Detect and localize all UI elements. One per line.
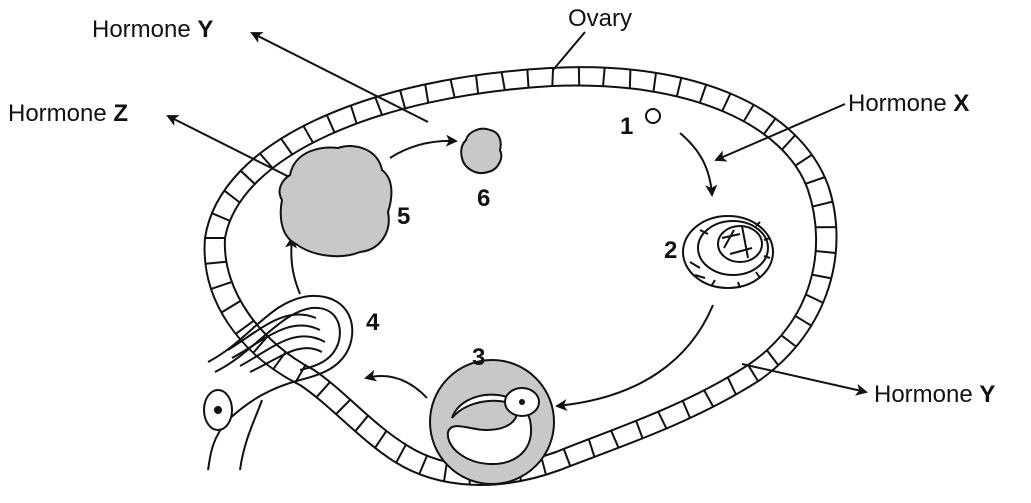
wall-cell-divider bbox=[419, 456, 427, 474]
wall-cell-divider bbox=[700, 85, 706, 103]
wall-cell-divider bbox=[795, 155, 812, 166]
wall-cell-divider bbox=[603, 68, 605, 86]
wall-cell-divider bbox=[767, 350, 778, 365]
wall-cell-divider bbox=[728, 377, 736, 394]
wall-cell-divider bbox=[722, 94, 730, 111]
stage-3-number: 3 bbox=[472, 344, 485, 371]
ovary-label-line bbox=[553, 32, 585, 70]
wall-cell-divider bbox=[764, 119, 776, 135]
wall-cell-divider bbox=[281, 139, 292, 155]
wall-cell-divider bbox=[336, 400, 350, 414]
wall-cell-divider bbox=[303, 126, 312, 143]
wall-cell-divider bbox=[611, 431, 618, 448]
arrow-1-to-2 bbox=[680, 133, 712, 195]
wall-cell-divider bbox=[375, 97, 382, 115]
wall-cell-divider bbox=[564, 449, 571, 466]
hormone-x-label: Hormone X bbox=[848, 90, 969, 117]
wall-cell-divider bbox=[744, 105, 754, 122]
wall-cell-divider bbox=[677, 78, 681, 97]
wall-cell-divider bbox=[813, 202, 833, 207]
stage-1-number: 1 bbox=[620, 113, 633, 140]
stage-4-number: 4 bbox=[366, 309, 380, 336]
wall-cell-divider bbox=[782, 135, 795, 149]
wall-cell-divider bbox=[630, 70, 631, 89]
hormone-x-arrow bbox=[716, 104, 845, 160]
stage-2-number: 2 bbox=[664, 237, 677, 264]
wall-cell-divider bbox=[795, 316, 811, 326]
wall-cell-divider bbox=[396, 445, 406, 463]
wall-cell-divider bbox=[425, 84, 428, 102]
wall-cell-divider bbox=[327, 115, 335, 132]
wall-cell-divider bbox=[812, 275, 831, 279]
hormone-y-top-label: Hormone Y bbox=[92, 16, 213, 43]
wall-cell-divider bbox=[816, 251, 836, 253]
wall-cell-divider bbox=[658, 412, 666, 429]
stage-5-corpus-luteum bbox=[280, 146, 392, 256]
wall-cell-divider bbox=[375, 431, 386, 448]
stage-2-follicle bbox=[683, 216, 773, 288]
wall-cell-divider bbox=[502, 72, 505, 90]
wall-cell-divider bbox=[806, 294, 823, 302]
stage-6-corpus-albicans bbox=[461, 129, 501, 173]
stage-5-number: 5 bbox=[397, 203, 410, 230]
arrow-5-to-6 bbox=[390, 141, 456, 158]
wall-cell-divider bbox=[704, 390, 713, 406]
wall-cell-divider bbox=[236, 321, 254, 334]
arrow-2-to-3 bbox=[557, 305, 713, 406]
wall-cell-divider bbox=[636, 421, 642, 439]
wall-cell-divider bbox=[589, 439, 595, 457]
stage-6-number: 6 bbox=[477, 185, 490, 212]
wall-cell-divider bbox=[241, 171, 255, 184]
stage-1-follicle bbox=[646, 109, 660, 123]
wall-cell-divider bbox=[211, 282, 232, 289]
arrow-3-to-4 bbox=[366, 376, 427, 398]
wall-cell-divider bbox=[224, 191, 240, 203]
stage-3-follicle bbox=[430, 360, 554, 484]
wall-cell-divider bbox=[527, 70, 528, 88]
wall-cell-divider bbox=[351, 105, 357, 123]
wall-cell-divider bbox=[806, 177, 825, 184]
wall-cell-divider bbox=[781, 335, 796, 346]
hormone-y-bottom-arrow bbox=[742, 364, 866, 392]
wall-cell-divider bbox=[476, 75, 478, 93]
wall-cell-divider bbox=[205, 262, 226, 264]
hormone-z-label: Hormone Z bbox=[8, 100, 128, 127]
wall-cell-divider bbox=[316, 382, 330, 397]
wall-cell-divider bbox=[653, 73, 656, 92]
wall-cell-divider bbox=[683, 401, 690, 418]
wall-cell-divider bbox=[400, 90, 405, 108]
wall-cell-divider bbox=[221, 301, 240, 313]
wall-cell-divider bbox=[451, 79, 455, 97]
wall-cell-divider bbox=[212, 213, 230, 221]
wall-cell-divider bbox=[552, 68, 553, 86]
wall-cell-divider bbox=[355, 416, 368, 432]
ovary-label: Ovary bbox=[568, 5, 632, 32]
hormone-y-bottom-label: Hormone Y bbox=[874, 381, 995, 408]
